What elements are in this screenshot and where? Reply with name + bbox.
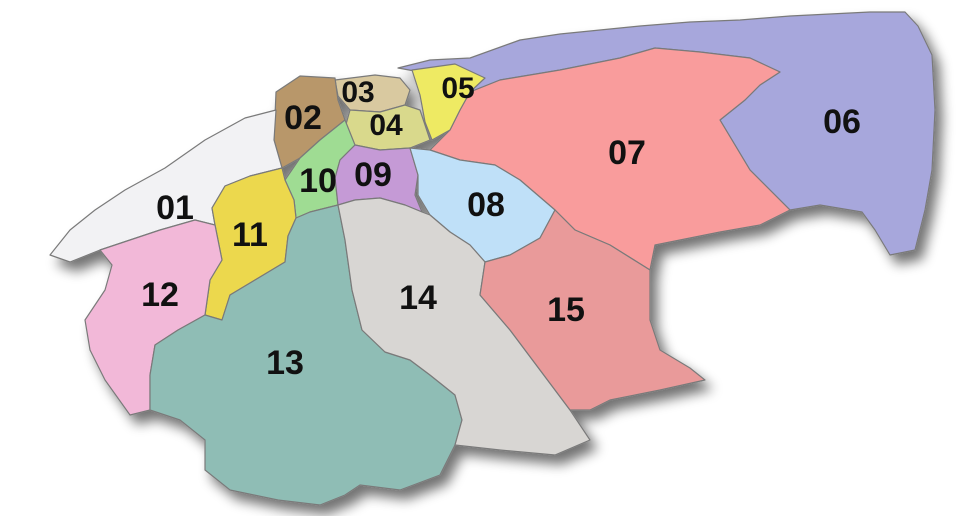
- district-15[interactable]: [479, 209, 706, 411]
- label-06: 06: [823, 103, 861, 141]
- label-10: 10: [299, 162, 337, 200]
- district-group: [49, 11, 936, 506]
- label-04: 04: [369, 109, 403, 142]
- label-03: 03: [341, 76, 374, 109]
- district-14[interactable]: [337, 197, 591, 456]
- label-07: 07: [608, 134, 646, 172]
- label-15: 15: [547, 291, 585, 329]
- label-13: 13: [266, 344, 304, 382]
- label-14: 14: [399, 279, 437, 317]
- label-02: 02: [284, 99, 322, 137]
- label-08: 08: [467, 186, 505, 224]
- label-12: 12: [141, 276, 179, 314]
- district-labels: 01 02 03 04 05 06 07 08 09 10 11 12 13 1…: [141, 72, 861, 382]
- label-01: 01: [156, 189, 194, 227]
- label-09: 09: [354, 156, 392, 194]
- district-05[interactable]: [411, 63, 486, 141]
- label-11: 11: [232, 216, 268, 254]
- label-05: 05: [441, 72, 474, 105]
